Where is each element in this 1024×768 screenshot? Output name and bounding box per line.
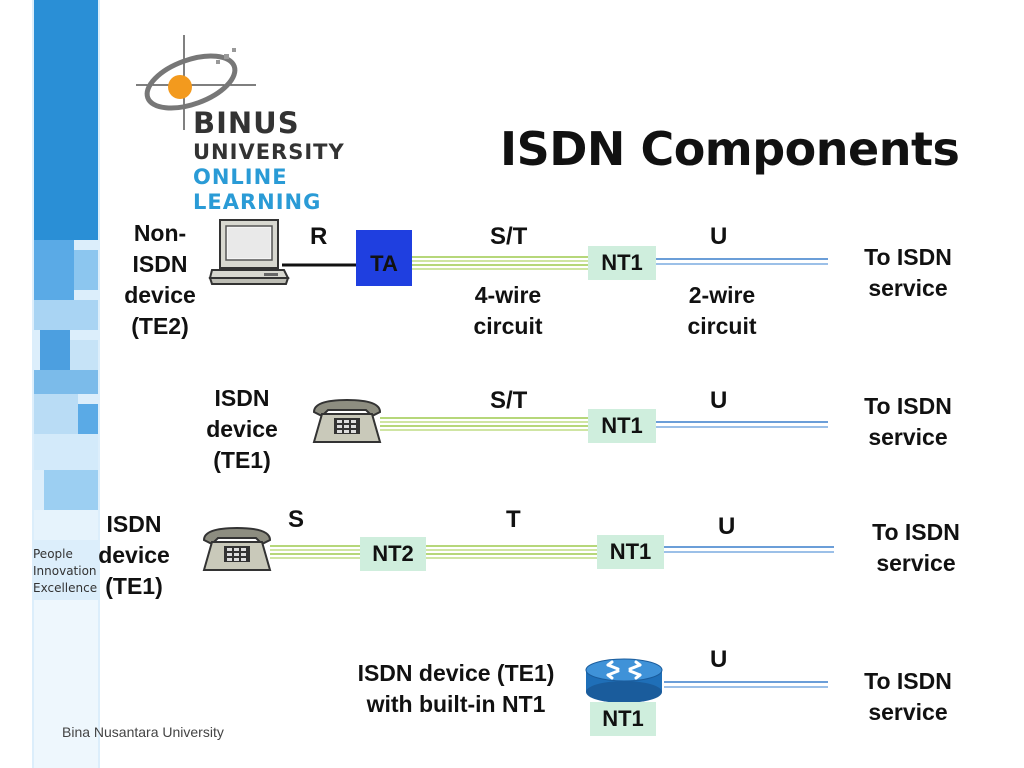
ref-point-u-row2: U — [710, 387, 728, 414]
nt1-box-row4: NT1 — [590, 702, 656, 736]
nt1-box-row1: NT1 — [588, 246, 656, 280]
row4-service-label: To ISDN service — [864, 668, 952, 725]
telephone-icon — [202, 526, 272, 571]
logo-learning: LEARNING — [193, 190, 322, 214]
u-wire-row1 — [656, 258, 828, 265]
u-wire-row4 — [664, 681, 828, 688]
row3-device-label: ISDN device (TE1) — [98, 511, 170, 599]
row4-device-label: ISDN device (TE1) with built-in NT1 — [357, 660, 555, 717]
row1-service-label: To ISDN service — [864, 244, 952, 301]
t-wire-row3 — [426, 545, 598, 559]
ref-point-t-row3: T — [506, 506, 521, 533]
st-wire-row1 — [412, 256, 590, 270]
logo-university: UNIVERSITY — [193, 140, 345, 164]
motto-people: People — [33, 547, 73, 561]
row2-device-label: ISDN device (TE1) — [206, 385, 278, 473]
u-wire-row2 — [656, 421, 828, 428]
ref-point-s-row3: S — [288, 506, 305, 533]
ref-point-st-row1: S/T — [490, 223, 528, 250]
u-wire-row3 — [664, 546, 834, 553]
logo-binus: BINUS — [193, 106, 300, 140]
s-wire-row3 — [270, 545, 360, 559]
u-circuit-label: 2-wire circuit — [687, 282, 757, 339]
ref-point-u-row4: U — [710, 646, 728, 673]
logo-emblem — [136, 35, 256, 130]
st-wire-row2 — [380, 417, 590, 431]
ref-point-r: R — [310, 223, 328, 250]
nt1-box-row3: NT1 — [597, 535, 664, 569]
nt1-box-row2: NT1 — [588, 409, 656, 443]
computer-icon — [208, 219, 290, 285]
st-circuit-label: 4-wire circuit — [473, 282, 543, 339]
router-icon — [585, 658, 663, 703]
nt2-box: NT2 — [360, 537, 426, 571]
row3-service-label: To ISDN service — [872, 519, 960, 576]
logo-online: ONLINE — [193, 165, 288, 189]
row1-device-label: Non- ISDN device (TE2) — [124, 220, 196, 339]
telephone-icon — [312, 398, 382, 443]
motto-excellence: Excellence — [33, 581, 98, 595]
row2-service-label: To ISDN service — [864, 393, 952, 450]
ref-point-u-row1: U — [710, 223, 728, 250]
footer-text: Bina Nusantara University — [62, 724, 224, 740]
ta-label: TA — [356, 230, 412, 276]
ta-box: TA — [356, 230, 412, 286]
ref-point-st-row2: S/T — [490, 387, 528, 414]
page-title: ISDN Components — [500, 122, 960, 176]
decorative-band — [32, 0, 100, 768]
motto-innovation: Innovation — [33, 564, 97, 578]
ref-point-u-row3: U — [718, 513, 736, 540]
